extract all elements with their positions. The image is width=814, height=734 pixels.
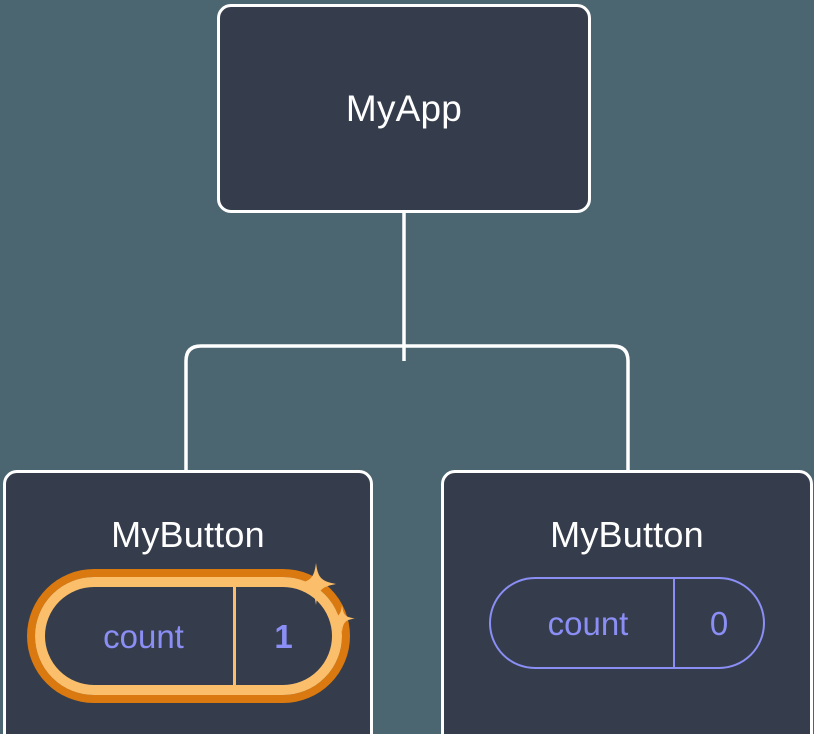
node-mybutton-right[interactable]: MyButton count 0 <box>441 470 813 734</box>
node-title: MyButton <box>550 514 704 555</box>
state-key: count <box>103 617 184 655</box>
state-pill[interactable]: count 0 <box>489 577 765 669</box>
state-value: 1 <box>232 587 332 685</box>
state-value: 0 <box>673 579 763 667</box>
state-pill-highlighted[interactable]: count 1 <box>34 577 342 695</box>
state-key: count <box>547 604 629 642</box>
node-title: MyButton <box>111 514 265 555</box>
state-pill-wrap: count 0 <box>444 577 810 669</box>
node-mybutton-left[interactable]: MyButton count 1 <box>3 470 373 734</box>
connector-branch-bar <box>184 344 630 470</box>
state-pill-wrap: count 1 <box>6 563 370 695</box>
node-title: MyApp <box>345 88 463 129</box>
node-myapp[interactable]: MyApp <box>217 4 591 213</box>
